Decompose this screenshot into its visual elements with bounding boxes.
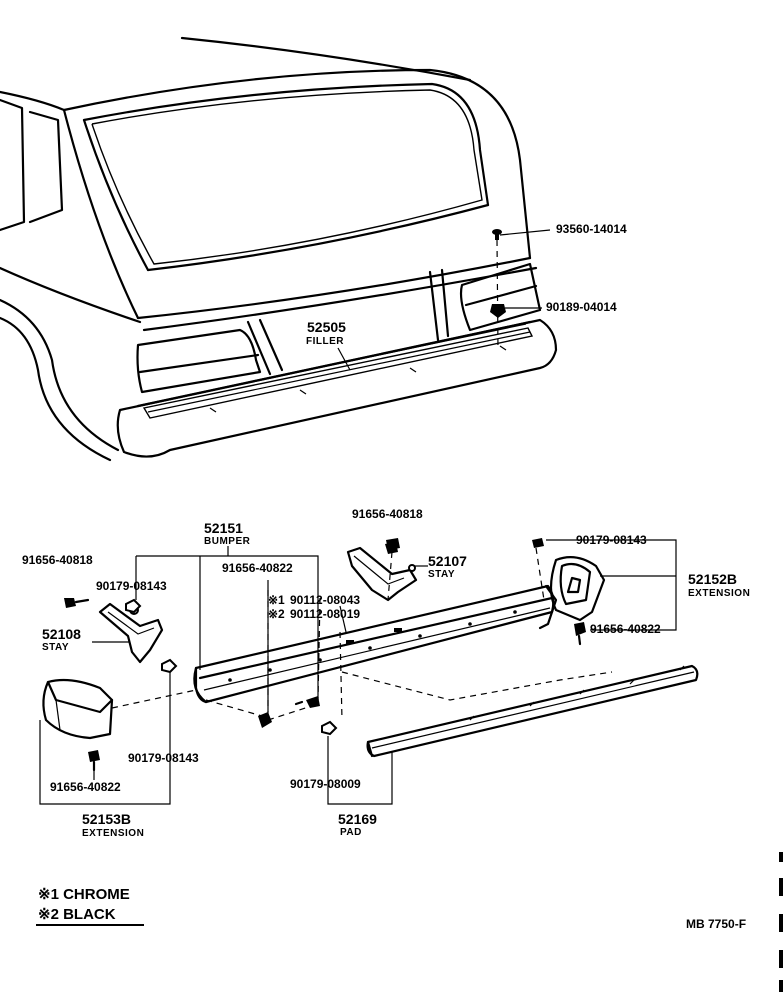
label-91656-mid: 91656-40822 — [222, 561, 293, 575]
label-52107: 52107 — [428, 553, 467, 569]
edge-mark — [779, 980, 783, 992]
fasteners — [64, 538, 586, 772]
stay-52107-shape — [346, 542, 418, 602]
edge-mark — [779, 950, 783, 968]
marker-1: ※1 — [268, 593, 285, 607]
marker-2: ※2 — [268, 607, 285, 621]
legend-chrome: ※1 CHROME — [38, 886, 130, 903]
label-52169-name: PAD — [340, 827, 362, 838]
label-90179-08009: 90179-08009 — [290, 777, 361, 791]
screw-93560-icon — [492, 229, 502, 240]
label-52153b-name: EXTENSION — [82, 828, 145, 839]
label-52108-name: STAY — [42, 642, 70, 653]
label-90189: 90189-04014 — [546, 300, 617, 314]
label-52152b: 52152B — [688, 571, 738, 587]
label-52152b-name: EXTENSION — [688, 588, 751, 599]
car-body — [0, 36, 558, 462]
label-93560: 93560-14014 — [556, 222, 627, 236]
label-90179-lower: 90179-08143 — [128, 751, 199, 765]
label-90179-right: 90179-08143 — [576, 533, 647, 547]
label-52169: 52169 — [338, 811, 377, 827]
label-52108: 52108 — [42, 626, 81, 642]
label-52107-name: STAY — [428, 569, 456, 580]
leader-lines-bottom — [39, 539, 677, 805]
extension-52152b-shape — [549, 555, 606, 622]
leader-lines-top — [337, 229, 551, 371]
edge-mark — [779, 914, 783, 932]
assembly-lines — [111, 547, 613, 721]
legend-black: ※2 BLACK — [38, 906, 116, 923]
label-91656-lower: 91656-40822 — [50, 780, 121, 794]
label-91656-top: 91656-40818 — [352, 507, 423, 521]
label-52153b: 52153B — [82, 811, 132, 827]
bumper-52151-shape — [193, 584, 558, 704]
clip-90189-icon — [490, 304, 506, 318]
diagram-code: MB 7750-F — [686, 917, 747, 931]
extension-52153b-shape — [42, 678, 114, 740]
stay-52108-shape — [98, 602, 164, 664]
pad-52169-shape — [366, 664, 699, 758]
label-91656-right: 91656-40822 — [590, 622, 661, 636]
legend-underline — [36, 924, 144, 926]
label-52505-name: FILLER — [306, 336, 344, 347]
label-91656-left: 91656-40818 — [22, 553, 93, 567]
label-52505: 52505 — [307, 319, 346, 335]
label-90112-1: 90112-08043 — [290, 593, 361, 607]
label-90179-left: 90179-08143 — [96, 579, 167, 593]
label-52151-name: BUMPER — [204, 536, 251, 547]
edge-mark — [779, 878, 783, 896]
edge-mark — [779, 852, 783, 862]
label-52151: 52151 — [204, 520, 243, 536]
label-90112-2: 90112-08019 — [290, 607, 361, 621]
